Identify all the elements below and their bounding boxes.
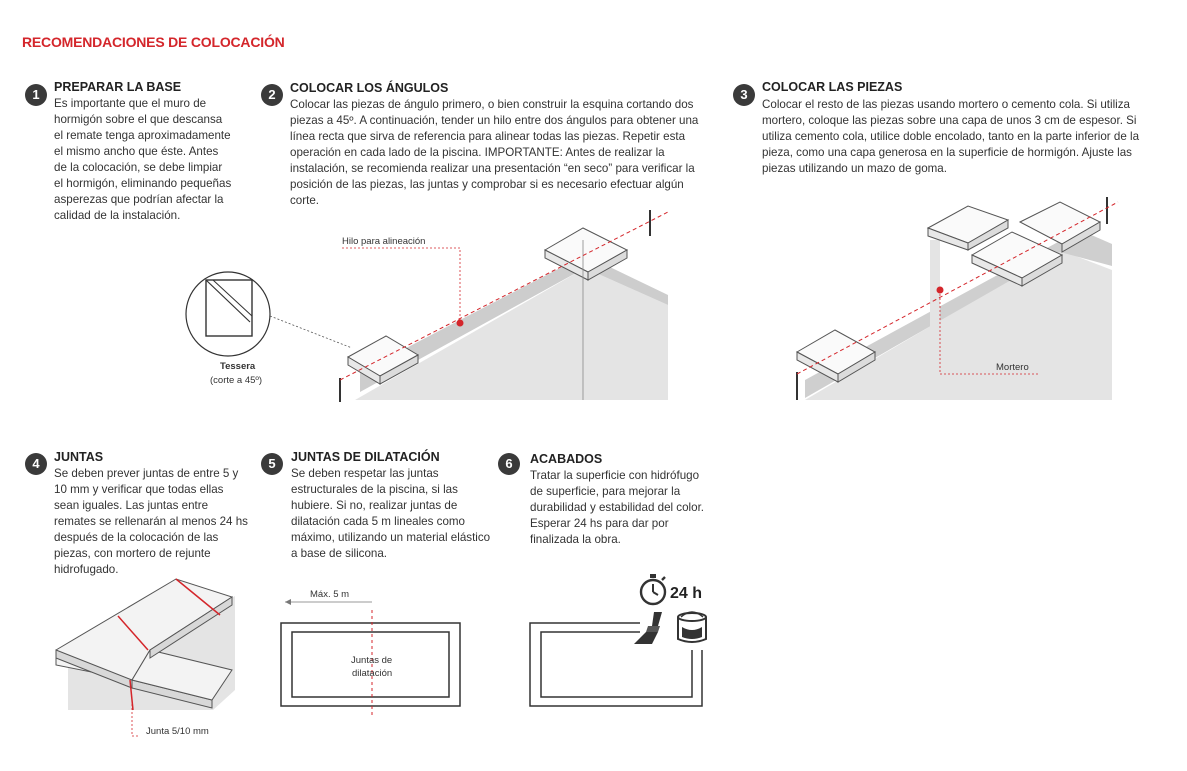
paint-can-icon (677, 611, 707, 643)
step-1-text: Es importante que el muro de hormigón so… (54, 97, 232, 222)
step-2-title: COLOCAR LOS ÁNGULOS (290, 81, 449, 95)
label-corte: (corte a 45º) (210, 375, 263, 386)
step-1-number: 1 (25, 84, 47, 106)
label-mortero: Mortero (996, 362, 1029, 373)
step-5-number: 5 (261, 453, 283, 475)
brush-icon (634, 612, 662, 644)
step-1-title: PREPARAR LA BASE (54, 80, 182, 94)
stopwatch-icon (639, 574, 667, 606)
step-4-title: JUNTAS (54, 450, 104, 464)
label-juntas-dil-2: dilatación (352, 668, 393, 679)
label-max: Máx. 5 m (310, 589, 350, 600)
step-6-text: Tratar la superficie con hidrófugo de su… (530, 469, 705, 546)
step-2-text: Colocar las piezas de ángulo primero, o … (290, 98, 699, 207)
hours-label: 24 h (670, 585, 703, 602)
label-juntas-dil-1: Juntas de (351, 655, 393, 666)
step-3-title: COLOCAR LAS PIEZAS (762, 80, 903, 94)
page-title: RECOMENDACIONES DE COLOCACIÓN (22, 34, 285, 50)
label-hilo: Hilo para alineación (342, 236, 426, 247)
step-5-title: JUNTAS DE DILATACIÓN (291, 450, 440, 464)
step-4-text: Se deben prever juntas de entre 5 y 10 m… (54, 467, 248, 576)
label-junta: Junta 5/10 mm (146, 726, 209, 737)
label-tessera: Tessera (220, 361, 256, 372)
step-6-number: 6 (498, 453, 520, 475)
step-2-number: 2 (261, 84, 283, 106)
step-4-number: 4 (25, 453, 47, 475)
step-3-text: Colocar el resto de las piezas usando mo… (762, 98, 1140, 175)
step-5-text: Se deben respetar las juntas estructural… (291, 467, 491, 560)
step-3-number: 3 (733, 84, 755, 106)
step-6-title: ACABADOS (530, 452, 603, 466)
